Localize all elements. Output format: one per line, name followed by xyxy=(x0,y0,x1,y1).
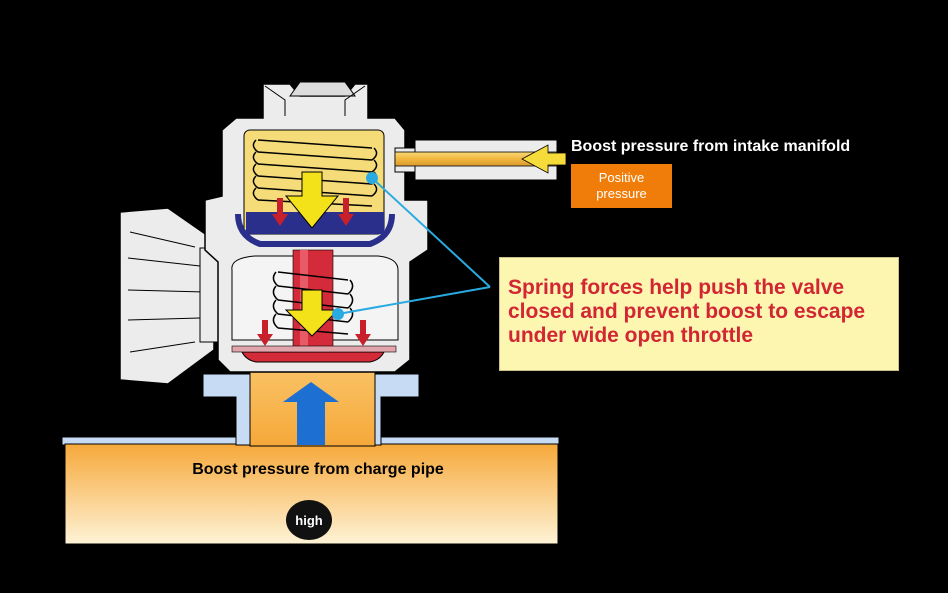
callout-text: Spring forces help push the valve closed… xyxy=(508,276,890,348)
high-pressure-badge: high xyxy=(286,500,332,540)
boost-flow-arrow xyxy=(283,382,339,445)
positive-line-2: pressure xyxy=(596,186,647,201)
upper-spring-force-arrow xyxy=(284,171,340,229)
callout-line-1: Spring forces help push the valve xyxy=(508,276,845,299)
callout-leader-lines xyxy=(332,172,491,320)
positive-line-1: Positive xyxy=(598,170,645,185)
charge-pipe-label: Boost pressure from charge pipe xyxy=(0,461,621,479)
lower-spring-force-arrow xyxy=(284,289,340,337)
pressure-arrow-icons xyxy=(257,198,371,346)
callout-line-3: under wide open throttle xyxy=(508,324,753,347)
intake-manifold-label: Boost pressure from intake manifold xyxy=(571,138,851,155)
callout-box: Spring forces help push the valve closed… xyxy=(499,257,899,371)
callout-line-2: closed and prevent boost to escape xyxy=(508,300,866,323)
intake-hose-nozzle xyxy=(394,139,567,181)
valve-disc xyxy=(241,351,385,363)
positive-pressure-badge: Positive pressure xyxy=(571,164,672,208)
charge-pipe-label-text: Boost pressure from charge pipe xyxy=(192,461,444,478)
